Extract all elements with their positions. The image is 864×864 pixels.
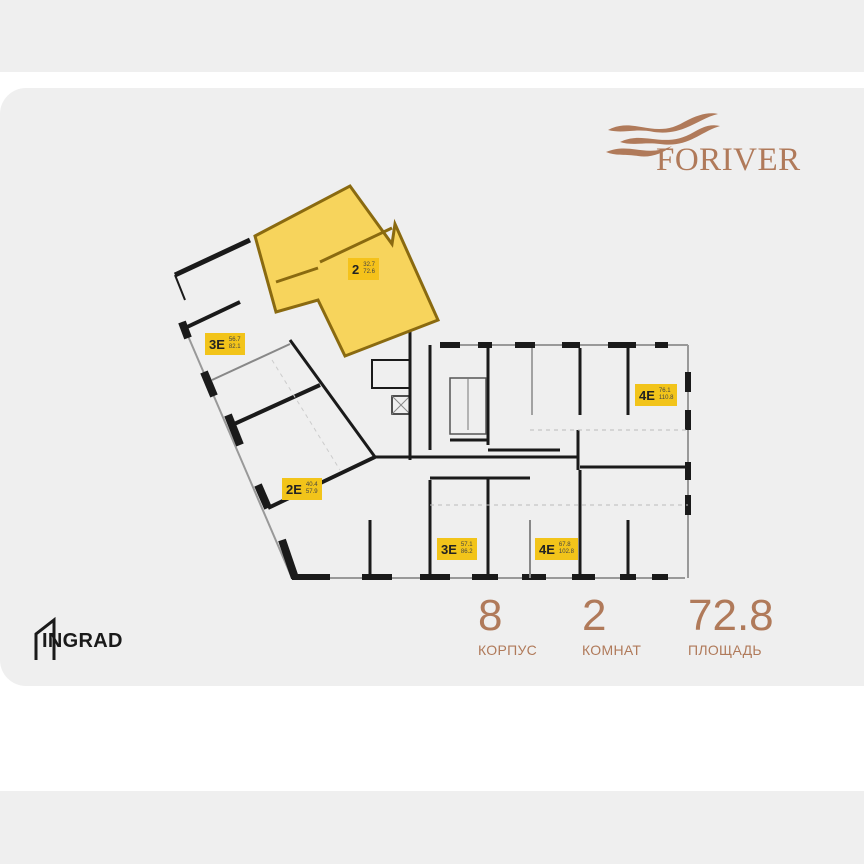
apartment-code: 2E xyxy=(286,481,302,497)
total-area: 102.8 xyxy=(558,549,574,555)
total-area: 82.1 xyxy=(228,344,241,350)
rooms-number: 2 xyxy=(582,591,607,640)
top-band xyxy=(0,0,864,72)
area-label: ПЛОЩАДЬ xyxy=(688,642,762,658)
living-area: 32.7 xyxy=(363,262,375,268)
total-area: 86.2 xyxy=(460,549,473,555)
living-area: 67.8 xyxy=(558,542,571,548)
rooms-label: КОМНАТ xyxy=(582,642,642,658)
building-label: КОРПУС xyxy=(478,642,538,658)
living-area: 56.7 xyxy=(228,337,241,343)
living-area: 57.1 xyxy=(460,542,473,548)
total-area: 110.8 xyxy=(658,395,674,401)
developer-logo-text: INGRAD xyxy=(42,630,123,652)
brand-logo-text: FORIVER xyxy=(656,142,801,178)
stat-rooms: 2 КОМНАТ xyxy=(582,591,642,659)
ingrad-house-icon xyxy=(34,616,56,660)
building-number: 8 xyxy=(478,591,503,640)
area-number: 72.8 xyxy=(688,591,774,640)
stat-area: 72.8 ПЛОЩАДЬ xyxy=(688,591,774,659)
apartment-code: 2 xyxy=(352,261,360,277)
apartment-code: 4E xyxy=(539,541,555,557)
apartment-code: 4E xyxy=(639,387,655,403)
apartment-code: 3E xyxy=(209,336,225,352)
total-area: 72.6 xyxy=(363,269,375,275)
foriver-waves-icon xyxy=(606,113,720,157)
plan-card xyxy=(0,88,864,686)
living-area: 40.4 xyxy=(305,482,318,488)
stat-building: 8 КОРПУС xyxy=(478,591,538,659)
living-area: 76.1 xyxy=(658,388,671,394)
apartment-code: 3E xyxy=(441,541,457,557)
selected-apartment-area xyxy=(253,184,441,358)
total-area: 57.9 xyxy=(305,489,318,495)
bottom-band xyxy=(0,791,864,864)
